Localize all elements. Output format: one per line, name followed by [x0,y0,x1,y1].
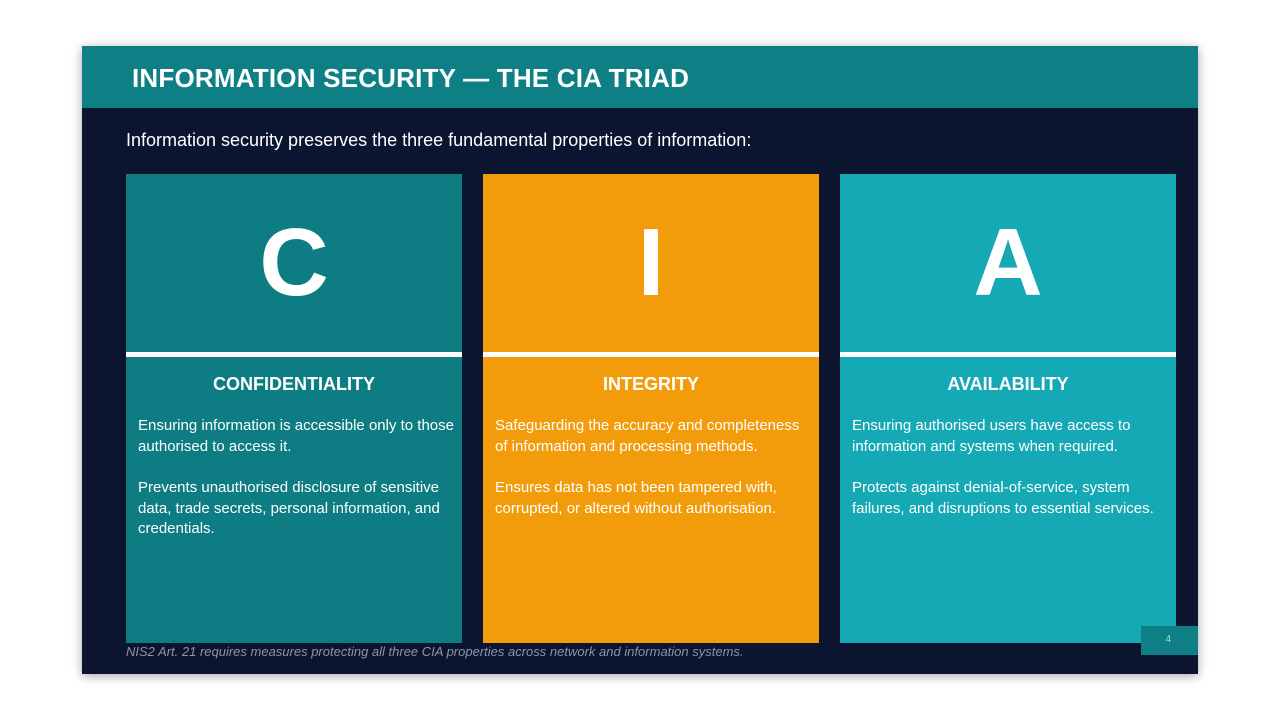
slide: INFORMATION SECURITY — THE CIA TRIAD Inf… [82,46,1198,674]
card-detail: Protects against denial-of-service, syst… [852,479,1154,517]
card-integrity: I INTEGRITY Safeguarding the accuracy an… [483,174,819,643]
card-availability: A AVAILABILITY Ensuring authorised users… [840,174,1176,643]
card-detail: Ensures data has not been tampered with,… [495,479,777,517]
card-letter-a: A [973,209,1043,316]
card-description: Ensuring information is accessible only … [138,417,454,455]
card-heading-availability: AVAILABILITY [947,374,1069,394]
card-detail: Prevents unauthorised disclosure of sens… [138,479,440,537]
card-description: Safeguarding the accuracy and completene… [495,417,800,455]
card-heading-integrity: INTEGRITY [602,374,699,394]
page-number-tab: 4 [1141,626,1198,655]
slide-title: INFORMATION SECURITY — THE CIA TRIAD [132,63,690,93]
card-divider [126,352,462,357]
page-number: 4 [1165,634,1171,645]
card-letter-c: C [259,209,329,316]
card-divider [483,352,819,357]
card-letter-i: I [637,209,665,316]
card-divider [840,352,1176,357]
card-description: Ensuring authorised users have access to… [852,417,1131,455]
footnote: NIS2 Art. 21 requires measures protectin… [126,644,744,659]
card-confidentiality: C CONFIDENTIALITY Ensuring information i… [126,174,462,643]
intro-text: Information security preserves the three… [126,130,752,150]
card-heading-confidentiality: CONFIDENTIALITY [213,374,375,394]
title-bar: INFORMATION SECURITY — THE CIA TRIAD [82,46,1198,108]
